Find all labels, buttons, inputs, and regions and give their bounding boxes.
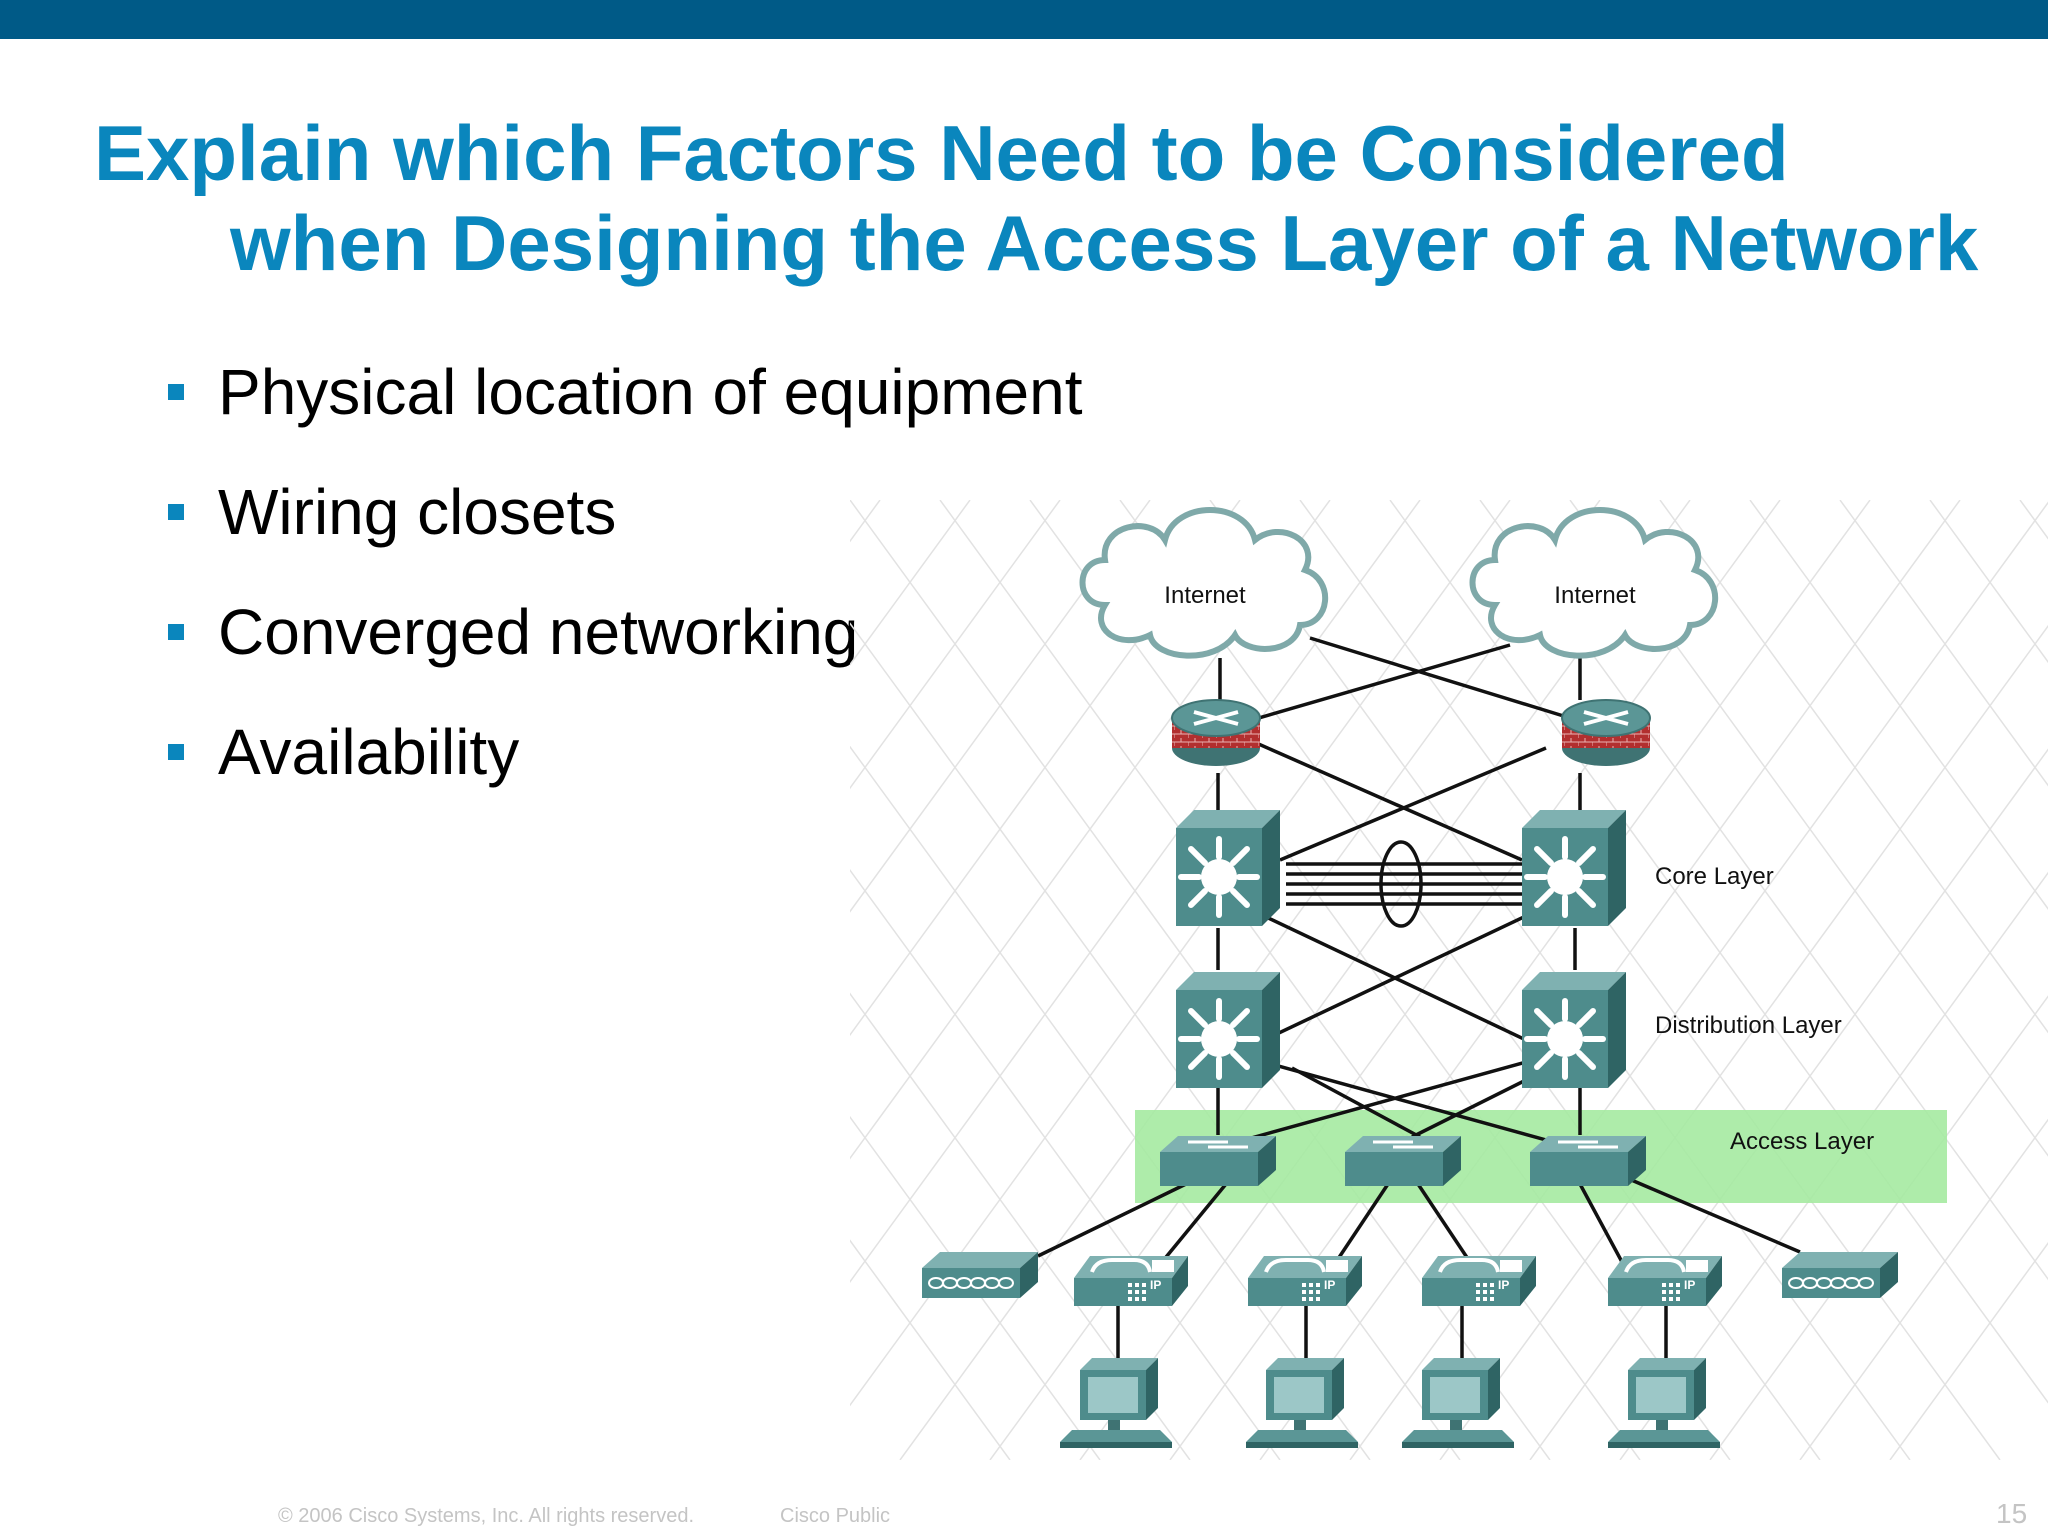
grid-line bbox=[850, 500, 1151, 913]
grid-line bbox=[1929, 500, 2048, 664]
network-diagram: Internet Internet IP IP IP IP Core Layer… bbox=[850, 500, 2048, 1460]
grid-line bbox=[1749, 500, 2048, 910]
grid-line bbox=[850, 500, 1241, 1037]
slide-title: Explain which Factors Need to be Conside… bbox=[94, 108, 2034, 288]
access-layer-label: Access Layer bbox=[1730, 1128, 1874, 1155]
pc-icon bbox=[1608, 1358, 1720, 1448]
etherchannel-bundle-icon bbox=[1379, 840, 1423, 928]
grid-line bbox=[1079, 500, 1781, 1460]
grid-line bbox=[1299, 500, 2001, 1460]
internet-label: Internet bbox=[1554, 582, 1636, 609]
distribution-multilayer-switch-icon bbox=[1522, 972, 1626, 1088]
page-number: 15 bbox=[1996, 1498, 2028, 1529]
bullet-item: Wiring closets bbox=[168, 476, 1083, 596]
top-bar bbox=[0, 0, 2048, 39]
pc-icon bbox=[1060, 1358, 1172, 1448]
grid-line bbox=[850, 500, 1331, 1160]
grid-line bbox=[1439, 624, 2048, 1460]
grid-line bbox=[850, 500, 1061, 790]
core-layer-label: Core Layer bbox=[1655, 863, 1774, 890]
bullet-item: Availability bbox=[168, 716, 1083, 836]
grid-line bbox=[850, 992, 1191, 1460]
bullet-item: Converged networking bbox=[168, 596, 1083, 716]
ip-badge-text: IP bbox=[1150, 1278, 1161, 1292]
grid-line bbox=[850, 500, 971, 666]
grid-line bbox=[850, 1239, 1011, 1460]
ip-badge-text: IP bbox=[1684, 1278, 1695, 1292]
footer-classification: Cisco Public bbox=[780, 1505, 891, 1527]
ip-phone-icon bbox=[1606, 1254, 1724, 1308]
grid-line bbox=[1619, 871, 2048, 1460]
bullet-text: Physical location of equipment bbox=[218, 356, 1083, 428]
footer-copyright: © 2006 Cisco Systems, Inc. All rights re… bbox=[278, 1505, 695, 1527]
grid-line bbox=[1659, 500, 2048, 1034]
hub-icon bbox=[921, 1251, 1039, 1299]
ip-phone-icon bbox=[1420, 1254, 1538, 1308]
distribution-multilayer-switch-icon bbox=[1176, 972, 1280, 1088]
grid-line bbox=[850, 500, 1511, 1407]
access-switch-icon bbox=[1158, 1134, 1278, 1188]
ip-badge-text: IP bbox=[1498, 1278, 1509, 1292]
bullet-text: Availability bbox=[218, 716, 520, 788]
slide-title-line-2: when Designing the Access Layer of a Net… bbox=[230, 199, 1979, 287]
bullet-item: Physical location of equipment bbox=[168, 356, 1083, 476]
ip-phone-icon bbox=[1246, 1254, 1364, 1308]
core-multilayer-switch-icon bbox=[1176, 810, 1280, 926]
bullet-square-icon bbox=[168, 744, 184, 760]
grid-line bbox=[1709, 995, 2048, 1460]
ip-phone-icon bbox=[1072, 1254, 1190, 1308]
distribution-layer-label: Distribution Layer bbox=[1655, 1012, 1842, 1039]
grid-line bbox=[850, 1115, 1101, 1460]
firewall-router-icon bbox=[1170, 698, 1262, 768]
grid-line bbox=[1349, 501, 2048, 1460]
grid-line bbox=[1389, 500, 2048, 1404]
grid-line bbox=[1479, 500, 2048, 1281]
bullet-list: Physical location of equipment Wiring cl… bbox=[168, 356, 1083, 836]
bullet-square-icon bbox=[168, 504, 184, 520]
internet-label: Internet bbox=[1164, 582, 1246, 609]
hub-icon bbox=[1781, 1251, 1899, 1299]
grid-line bbox=[2019, 500, 2048, 540]
firewall-router-icon bbox=[1560, 698, 1652, 768]
pc-icon bbox=[1246, 1358, 1358, 1448]
slide-title-line-1: Explain which Factors Need to be Conside… bbox=[94, 109, 1789, 197]
grid-line bbox=[850, 500, 1421, 1283]
bullet-text: Wiring closets bbox=[218, 476, 617, 548]
access-switch-icon bbox=[1528, 1134, 1648, 1188]
bullet-square-icon bbox=[168, 384, 184, 400]
bullet-text: Converged networking bbox=[218, 596, 859, 668]
grid-line bbox=[1889, 1242, 2048, 1460]
grid-line bbox=[1799, 1118, 2048, 1460]
ip-badge-text: IP bbox=[1324, 1278, 1335, 1292]
grid-line bbox=[1569, 500, 2048, 1157]
link-lines bbox=[1037, 636, 1801, 1360]
grid-line bbox=[1839, 500, 2048, 787]
core-multilayer-switch-icon bbox=[1522, 810, 1626, 926]
bullet-square-icon bbox=[168, 624, 184, 640]
access-switch-icon bbox=[1343, 1134, 1463, 1188]
